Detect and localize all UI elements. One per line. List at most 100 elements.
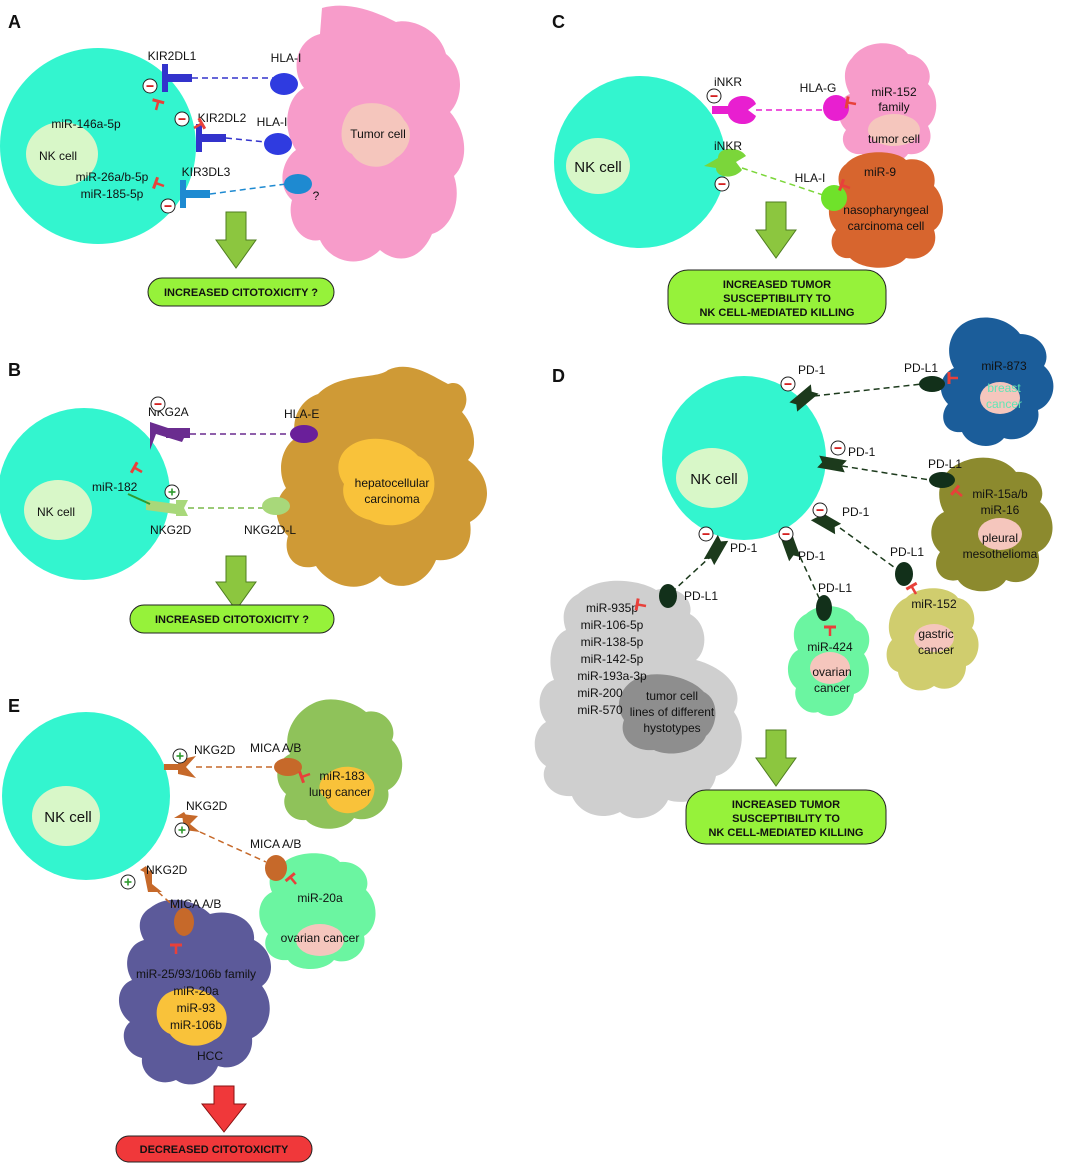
mica-ab-label: MICA A/B [250,837,301,851]
tumor-label: lung cancer [309,785,371,799]
nkg2d-l-label: NKG2D-L [244,523,296,537]
result-label: NK CELL-MEDIATED KILLING [708,827,863,839]
panel-letter-c: C [552,12,565,32]
nkg2d-label: NKG2D [146,863,188,877]
hla-e-ligand [290,425,318,443]
mica-ab-ligand [174,908,194,936]
inkr-receptor-2 [704,148,746,177]
mirna-label: miR-424 [807,640,853,654]
tumor-label: cancer [986,397,1022,411]
mirna-label: miR-15a/b [972,487,1028,501]
tumor-label: mesothelioma [963,547,1038,561]
nkg2d-l-ligand [262,497,290,515]
mirna-label: miR-152 [871,85,917,99]
inhibition-badge [150,396,166,412]
kir2dl1-receptor [162,64,192,92]
tumor-label: nasopharyngeal [843,203,928,217]
result-box [667,269,887,325]
mirna-label: miR-873 [981,359,1027,373]
mirna-label: miR-935p [586,601,638,615]
nk-nucleus [32,786,100,846]
result-box [147,277,335,307]
mirna-label: miR-26a/b-5p [76,170,149,184]
tumor-nucleus [296,924,344,956]
pd-l1-label: PD-L1 [904,361,938,375]
tumor-label: breast [987,381,1021,395]
interaction-line-3 [209,183,287,195]
tumor-label: gastric [918,627,953,641]
inhibition-badge [812,502,828,518]
mirna-label: miR-9 [864,165,896,179]
hla-i-ligand-1 [270,73,298,95]
pd-l1-ligand [816,595,832,621]
tumor-label: HCC [197,1049,223,1063]
pd1-label: PD-1 [848,445,876,459]
tumor-label: ovarian [812,665,851,679]
nk-cell [554,76,726,248]
hla-i-label-1: HLA-I [271,51,302,65]
mirna-label: miR-93 [177,1001,216,1015]
unknown-ligand-label: ? [313,189,320,203]
panel-d: D miR-873 breast cancer miR-15a/b miR-16… [534,317,1054,845]
nkg2d-receptor [146,500,176,514]
tumor-nucleus [156,988,227,1046]
mirna-label: miR-142-5p [581,652,644,666]
inkr-label: iNKR [714,75,742,89]
tumor-label: carcinoma cell [848,219,925,233]
nkg2d-label: NKG2D [194,743,236,757]
inhibition-badge [778,526,794,542]
nk-nucleus [24,480,92,540]
tumor-cell-shape [828,152,943,268]
mirna-label: miR-138-5p [581,635,644,649]
activation-badge [164,484,180,500]
tumor-label: carcinoma [364,492,420,506]
result-arrow [755,729,797,787]
mirna-label: miR-146a-5p [51,117,121,131]
panel-a: A Tumor cell NK cell KIR2DL1 KIR2DL2 KIR… [0,5,465,307]
pd1-label: PD-1 [798,549,826,563]
unknown-ligand [284,174,312,194]
result-arrow [215,211,257,269]
result-label: INCREASED TUMOR [732,799,840,811]
nk-cell-label: NK cell [39,149,77,163]
inkr-label: iNKR [714,139,742,153]
mirna-label: miR-20a [297,891,343,905]
mirna-label: family [878,100,909,114]
mirna-label: miR-183 [319,769,365,783]
panel-b: B hepatocellular carcinoma NK cell NKG2A… [0,360,487,634]
result-arrow [215,555,257,611]
nkg2d-receptor [140,866,162,892]
tumor-cell-shape [259,853,376,969]
hla-g-ligand [823,95,849,121]
kir3dl3-receptor [180,180,210,208]
inhibition-badge [698,526,714,542]
result-box [685,789,887,845]
inhibition-badge [830,440,846,456]
mica-ab-label: MICA A/B [250,741,301,755]
tumor-nucleus [338,438,435,526]
pd-l1-label: PD-L1 [928,457,962,471]
tumor-label: cancer [918,643,954,657]
mirna-label: miR-25/93/106b family [136,967,256,981]
tumor-nucleus [810,652,850,684]
result-arrow [200,1085,248,1133]
result-label: INCREASED CITOTOXICITY ? [155,614,309,626]
inkr-receptor-1 [712,95,756,125]
hla-i-ligand-2 [264,133,292,155]
pd-l1-ligand [895,562,913,586]
pd1-label: PD-1 [730,541,758,555]
result-box [115,1135,313,1163]
result-arrow [755,201,797,259]
nk-nucleus [676,448,748,508]
mirna-label: miR-106-5p [581,618,644,632]
nk-cell-label: NK cell [44,809,92,826]
mirna-label: miR-185-5p [81,187,144,201]
activation-badge [174,822,190,838]
nkg2d-receptor-head [176,500,188,516]
tumor-cell-label: Tumor cell [350,127,406,141]
mirna-label: miR-106b [170,1018,222,1032]
kir2dl1-label: KIR2DL1 [148,49,197,63]
mica-ab-ligand [265,855,287,881]
pd-l1-label: PD-L1 [890,545,924,559]
panel-letter-e: E [8,696,20,716]
